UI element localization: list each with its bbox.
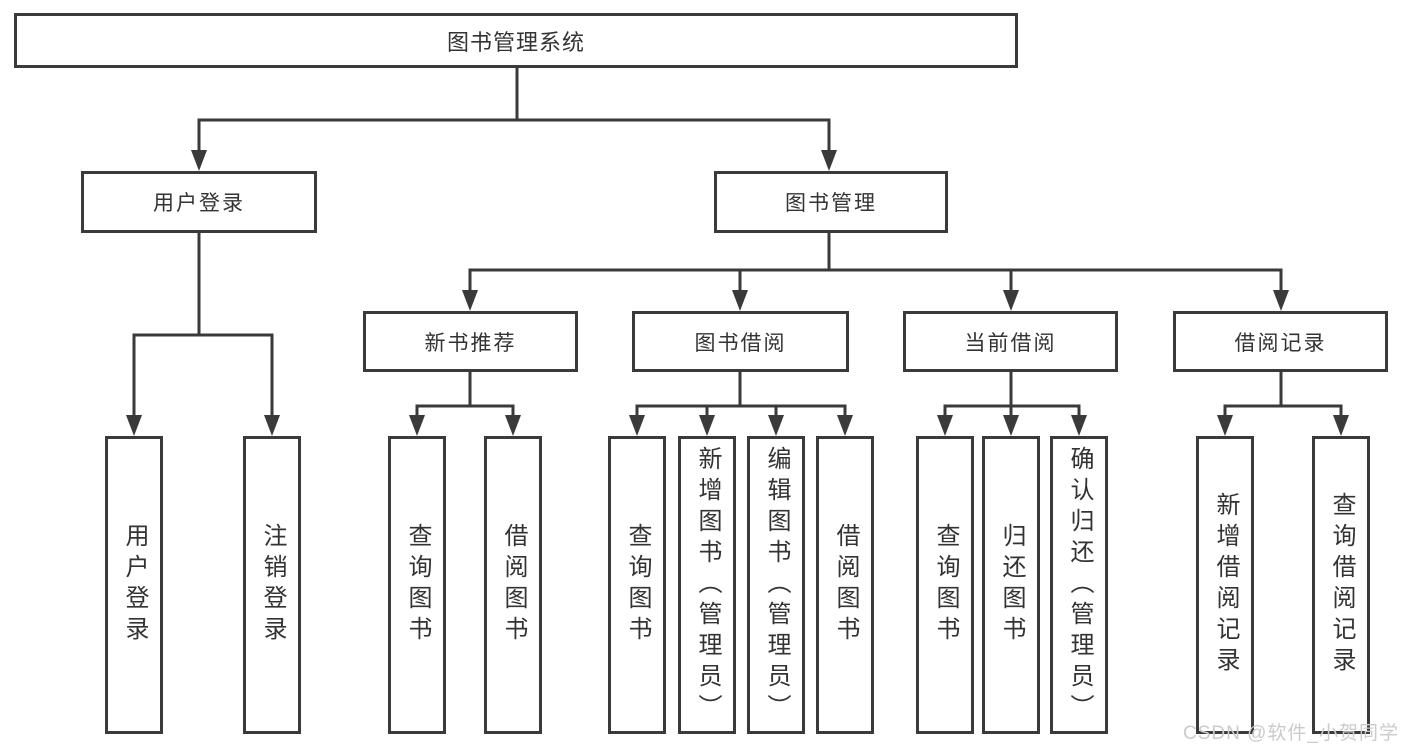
node-borrow-record: 借阅记录 bbox=[1173, 311, 1388, 372]
leaf-borrow-books: 借阅图书 bbox=[484, 436, 542, 734]
node-book-management: 图书管理 bbox=[714, 171, 948, 233]
leaf-return-books: 归还图书 bbox=[982, 436, 1040, 734]
arrowhead bbox=[1071, 415, 1087, 436]
arrowhead bbox=[1273, 290, 1289, 311]
leaf-confirm-return-admin: 确认归还（管理员） bbox=[1050, 436, 1108, 734]
leaf-query-books: 查询图书 bbox=[388, 436, 446, 734]
arrowhead bbox=[505, 415, 521, 436]
node-label: 归还图书 bbox=[998, 523, 1025, 647]
arrowhead bbox=[732, 290, 748, 311]
arrowhead bbox=[937, 415, 953, 436]
arrowhead bbox=[409, 415, 425, 436]
arrowhead bbox=[768, 415, 784, 436]
leaf-borrow-books: 借阅图书 bbox=[816, 436, 874, 734]
arrowhead bbox=[1217, 415, 1233, 436]
leaf-query-borrow-record: 查询借阅记录 bbox=[1312, 436, 1370, 734]
node-label: 查询图书 bbox=[932, 523, 959, 647]
node-label: 编辑图书（管理员） bbox=[763, 445, 790, 725]
arrowhead bbox=[699, 415, 715, 436]
arrowhead bbox=[462, 290, 478, 311]
leaf-user-login: 用户登录 bbox=[105, 436, 163, 734]
arrowhead bbox=[1003, 415, 1019, 436]
arrowhead bbox=[837, 415, 853, 436]
leaf-logout: 注销登录 bbox=[243, 436, 301, 734]
node-label: 新增图书（管理员） bbox=[694, 445, 721, 725]
arrowhead bbox=[191, 150, 207, 171]
leaf-add-books-admin: 新增图书（管理员） bbox=[678, 436, 736, 734]
node-label: 借阅图书 bbox=[500, 523, 527, 647]
arrowhead bbox=[126, 415, 142, 436]
arrowhead bbox=[629, 415, 645, 436]
node-label: 确认归还（管理员） bbox=[1066, 445, 1093, 725]
arrowhead bbox=[1003, 290, 1019, 311]
node-current-borrow: 当前借阅 bbox=[903, 311, 1118, 372]
node-user-login: 用户登录 bbox=[81, 171, 317, 233]
node-label: 借阅记录 bbox=[1234, 331, 1327, 355]
node-label: 查询图书 bbox=[624, 523, 651, 647]
arrowhead bbox=[264, 415, 280, 436]
node-label: 图书管理 bbox=[785, 192, 877, 215]
arrowhead bbox=[821, 150, 837, 171]
node-root-system: 图书管理系统 bbox=[14, 13, 1018, 68]
node-label: 注销登录 bbox=[259, 523, 286, 647]
leaf-add-borrow-record: 新增借阅记录 bbox=[1196, 436, 1254, 734]
node-book-borrow: 图书借阅 bbox=[632, 311, 849, 372]
node-label: 新增借阅记录 bbox=[1212, 492, 1239, 678]
leaf-edit-books-admin: 编辑图书（管理员） bbox=[747, 436, 805, 734]
leaf-query-books: 查询图书 bbox=[608, 436, 666, 734]
node-label: 查询图书 bbox=[404, 523, 431, 647]
csdn-watermark: CSDN @软件_小贺同学 bbox=[1183, 723, 1399, 744]
node-label: 图书管理系统 bbox=[446, 29, 585, 55]
node-label: 查询借阅记录 bbox=[1328, 492, 1355, 678]
node-new-book-recommend: 新书推荐 bbox=[363, 311, 578, 372]
node-label: 用户登录 bbox=[121, 523, 148, 647]
node-label: 当前借阅 bbox=[964, 331, 1057, 355]
node-label: 用户登录 bbox=[153, 192, 245, 215]
node-label: 新书推荐 bbox=[424, 331, 517, 355]
node-label: 图书借阅 bbox=[694, 331, 787, 355]
leaf-query-books: 查询图书 bbox=[916, 436, 974, 734]
arrowhead bbox=[1333, 415, 1349, 436]
node-label: 借阅图书 bbox=[832, 523, 859, 647]
